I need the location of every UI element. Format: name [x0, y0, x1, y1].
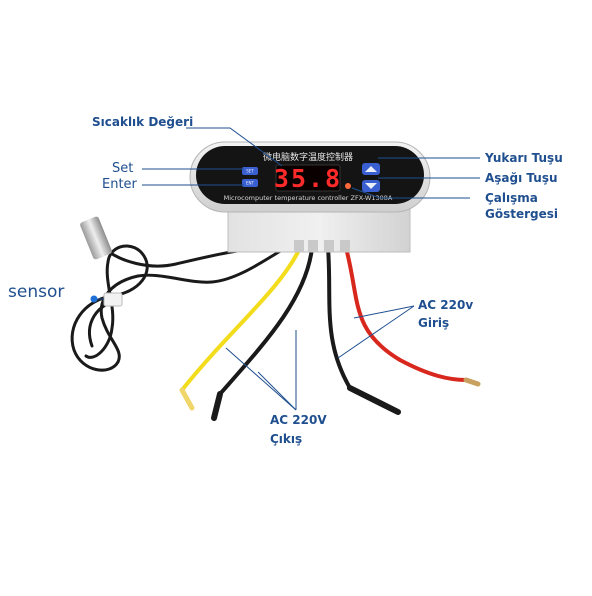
enter-button[interactable]: ENT	[242, 179, 258, 187]
label-up-key: Yukarı Tuşu	[485, 151, 563, 165]
wire-red	[344, 246, 468, 382]
label-ac-input-1: AC 220v	[418, 298, 474, 312]
wire-black-2	[326, 246, 352, 390]
wire-black-2-tip	[347, 385, 401, 415]
enter-button-label: ENT	[246, 181, 255, 186]
label-enter: Enter	[102, 177, 137, 192]
label-ac-output-1: AC 220V	[270, 413, 327, 427]
wire-black-1-tip	[211, 391, 223, 421]
display-window	[275, 164, 341, 192]
device-chinese-title: 微电脑数字温度控制器	[263, 151, 353, 163]
wire-red-tip	[463, 377, 481, 387]
label-ac-output-2: Çıkış	[270, 432, 303, 446]
set-button[interactable]: SET	[242, 167, 258, 175]
set-button-label: SET	[246, 169, 254, 174]
wire-black-1	[218, 246, 314, 396]
annotation-lines	[96, 127, 480, 411]
wires	[179, 244, 481, 421]
sensor-probe	[80, 216, 112, 260]
label-set: Set	[112, 161, 134, 176]
cable-tie	[103, 292, 123, 307]
terminal-block	[294, 240, 350, 252]
wire-yellow	[180, 246, 302, 392]
label-temperature-value: Sıcaklık Değeri	[92, 115, 194, 129]
up-button[interactable]	[362, 163, 380, 175]
wire-yellow-tip	[179, 387, 195, 411]
label-work-indicator-1: Çalışma	[485, 191, 538, 205]
work-indicator-led	[345, 183, 351, 189]
label-sensor: sensor	[8, 282, 65, 302]
triangle-up-icon	[365, 166, 377, 172]
temperature-display: 35.8	[274, 164, 342, 193]
device-model-text: Microcomputer temperature controller ZFX…	[224, 194, 393, 202]
down-button[interactable]	[362, 180, 380, 192]
label-work-indicator-2: Göstergesi	[485, 207, 559, 221]
sensor-cable	[70, 244, 285, 372]
label-down-key: Aşağı Tuşu	[485, 171, 558, 185]
sensor-pointer-dot	[90, 295, 98, 303]
triangle-down-icon	[365, 183, 377, 189]
label-ac-input-2: Giriş	[418, 316, 450, 330]
